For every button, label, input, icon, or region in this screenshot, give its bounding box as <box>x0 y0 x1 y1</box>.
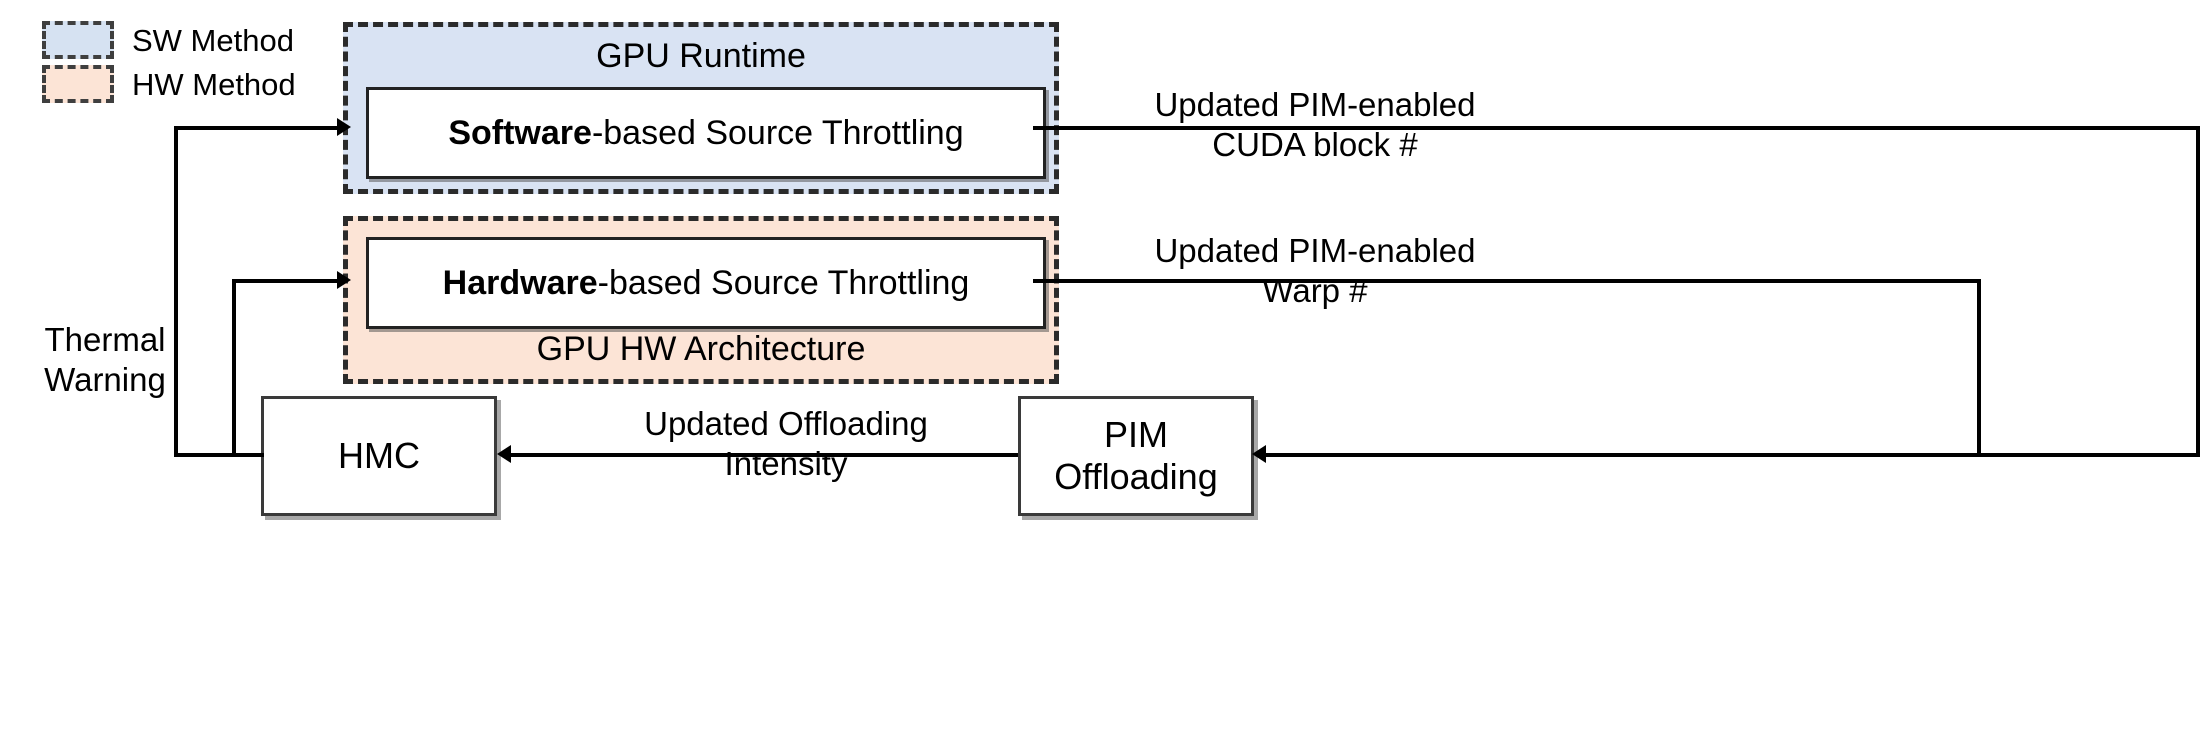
legend-label-hw-method: HW Method <box>132 66 296 102</box>
legend-item-sw-method: SW Method <box>42 18 422 62</box>
hmc-box: HMC <box>261 396 497 516</box>
hw-output-horizontal <box>1033 279 1981 283</box>
hmc-output-horizontal <box>174 453 264 457</box>
software-source-throttling-label: Software-based Source Throttling <box>448 116 963 150</box>
hw-input-arrowhead-icon <box>337 271 351 289</box>
hardware-source-throttling-box: Hardware-based Source Throttling <box>366 237 1046 329</box>
hw-output-line2: Warp # <box>1262 272 1368 310</box>
offloading-line1: Updated Offloading <box>644 405 928 442</box>
hardware-rest: -based Source Throttling <box>597 264 970 302</box>
hardware-emphasis: Hardware <box>442 264 598 302</box>
software-rest: -based Source Throttling <box>591 114 964 152</box>
thermal-warning-label: Thermal Warning <box>20 320 190 401</box>
pim-offloading-label: PIM Offloading <box>1054 414 1217 499</box>
gpu-runtime-group: GPU Runtime Software-based Source Thrott… <box>343 22 1059 194</box>
thermal-warning-hw-horizontal <box>232 279 341 283</box>
pim-input-arrowhead-icon <box>1252 445 1266 463</box>
pim-input-horizontal <box>1258 453 2200 457</box>
hmc-label: HMC <box>338 434 420 476</box>
hw-output-line1: Updated PIM-enabled <box>1154 232 1476 269</box>
legend-item-hw-method: HW Method <box>42 62 422 106</box>
hardware-source-throttling-label: Hardware-based Source Throttling <box>443 266 970 300</box>
offloading-intensity-label: Updated Offloading Intensity <box>556 404 1016 485</box>
legend-swatch-sw-icon <box>42 21 114 59</box>
thermal-warning-line1: Thermal <box>44 321 166 358</box>
pim-offloading-line2: Offloading <box>1054 456 1218 497</box>
thermal-warning-line2: Warning <box>44 361 166 399</box>
legend-swatch-hw-icon <box>42 65 114 103</box>
sw-output-right-bus <box>2196 126 2200 455</box>
thermal-warning-sw-horizontal <box>174 126 341 130</box>
gpu-hw-architecture-group: Hardware-based Source Throttling GPU HW … <box>343 216 1059 384</box>
sw-output-horizontal <box>1033 126 2200 130</box>
gpu-hw-architecture-caption: GPU HW Architecture <box>536 330 866 368</box>
pim-offloading-box: PIM Offloading <box>1018 396 1254 516</box>
offloading-line2: Intensity <box>724 445 848 483</box>
legend: SW Method HW Method <box>42 18 422 106</box>
hw-output-label: Updated PIM-enabled Warp # <box>1085 231 1545 312</box>
hw-output-right-bus <box>1977 279 1981 455</box>
legend-label-sw-method: SW Method <box>132 22 294 58</box>
software-emphasis: Software <box>448 114 592 152</box>
gpu-runtime-caption: GPU Runtime <box>596 37 806 75</box>
software-source-throttling-box: Software-based Source Throttling <box>366 87 1046 179</box>
thermal-warning-hw-riser <box>232 279 236 457</box>
offloading-intensity-line <box>503 453 1018 457</box>
sw-input-arrowhead-icon <box>337 118 351 136</box>
sw-output-line1: Updated PIM-enabled <box>1154 86 1476 123</box>
thermal-warning-sw-riser <box>174 126 178 457</box>
hmc-input-arrowhead-icon <box>497 445 511 463</box>
pim-offloading-line1: PIM <box>1103 413 1168 455</box>
sw-output-label: Updated PIM-enabled CUDA block # <box>1085 85 1545 166</box>
sw-output-line2: CUDA block # <box>1212 126 1418 164</box>
